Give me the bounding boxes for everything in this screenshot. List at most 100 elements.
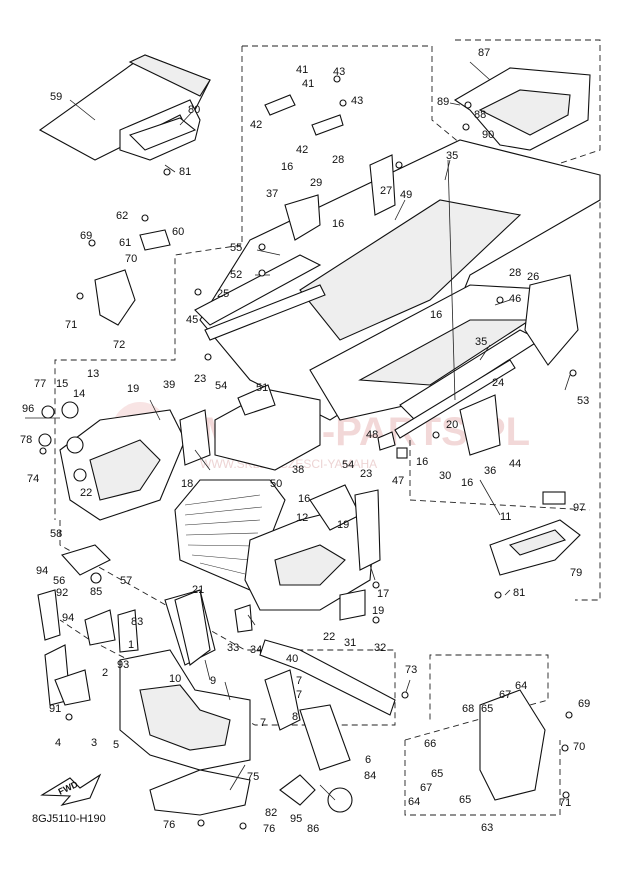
part-63-housing (479, 689, 546, 801)
callout-9: 9 (210, 675, 216, 687)
callout-70b: 70 (573, 741, 585, 753)
diagram-code: 8GJ5110-H190 (32, 813, 106, 825)
callout-30: 30 (439, 470, 451, 482)
callout-50: 50 (270, 478, 282, 490)
callout-48: 48 (366, 429, 378, 441)
callout-94b: 94 (62, 612, 74, 624)
part-main-frame (194, 139, 601, 421)
callout-19c: 19 (372, 605, 384, 617)
callout-73: 73 (405, 664, 417, 676)
callout-54b: 54 (342, 459, 354, 471)
callout-37: 37 (266, 188, 278, 200)
callout-94a: 94 (36, 565, 48, 577)
callout-16e: 16 (461, 477, 473, 489)
callout-84: 84 (364, 770, 376, 782)
callout-85: 85 (90, 586, 102, 598)
callout-56: 56 (53, 575, 65, 587)
part-87-bracket (453, 67, 591, 151)
callout-32: 32 (374, 642, 386, 654)
callout-53: 53 (577, 395, 589, 407)
callout-15: 15 (56, 378, 68, 390)
part-30-bracket (459, 394, 501, 456)
callout-67b: 67 (420, 782, 432, 794)
callout-24: 24 (492, 377, 504, 389)
callout-36: 36 (484, 465, 496, 477)
callout-95: 95 (290, 813, 302, 825)
callout-27: 27 (380, 185, 392, 197)
callout-2: 2 (102, 667, 108, 679)
callout-18: 18 (181, 478, 193, 490)
callout-81a: 81 (179, 166, 191, 178)
callout-31: 31 (344, 637, 356, 649)
callout-39: 39 (163, 379, 175, 391)
part-72-cover (94, 269, 136, 326)
callout-46: 46 (509, 293, 521, 305)
callout-16c: 16 (430, 309, 442, 321)
part-9-brace (174, 589, 211, 666)
callout-65c: 65 (459, 794, 471, 806)
part-12-bulkhead (244, 509, 376, 611)
callout-labels: 1 2 3 4 5 6 7 7 7 8 9 10 11 12 13 14 15 … (20, 47, 590, 835)
part-6-bracket (264, 669, 351, 771)
callout-20: 20 (446, 419, 458, 431)
callout-72: 72 (113, 339, 125, 351)
callout-96: 96 (22, 403, 34, 415)
part-40-rail (259, 639, 396, 716)
callout-11: 11 (500, 511, 511, 523)
callout-54a: 54 (215, 380, 227, 392)
callout-70a: 70 (125, 253, 137, 265)
callout-14: 14 (73, 388, 85, 400)
callout-76a: 76 (163, 819, 175, 831)
callout-60: 60 (172, 226, 184, 238)
callout-16f: 16 (298, 493, 310, 505)
callout-38: 38 (292, 464, 304, 476)
callout-57: 57 (120, 575, 132, 587)
callout-66: 66 (424, 738, 436, 750)
callout-68: 68 (462, 703, 474, 715)
callout-25: 25 (217, 288, 229, 300)
callout-42b: 42 (296, 144, 308, 156)
callout-33: 33 (227, 642, 239, 654)
callout-65b: 65 (431, 768, 443, 780)
callout-42a: 42 (250, 119, 262, 131)
callout-28a: 28 (332, 154, 344, 166)
callout-16b: 16 (332, 218, 344, 230)
part-57-bushing (90, 572, 102, 584)
callout-19a: 19 (127, 383, 139, 395)
callout-8: 8 (292, 711, 298, 723)
callout-17: 17 (377, 588, 389, 600)
callout-3: 3 (91, 737, 97, 749)
callout-87: 87 (478, 47, 490, 59)
callout-71b: 71 (559, 797, 571, 809)
leader-lines (69, 61, 571, 801)
callout-7b: 7 (296, 689, 302, 701)
callout-7c: 7 (260, 717, 266, 729)
callout-26: 26 (527, 271, 539, 283)
part-97-label (542, 491, 566, 505)
callout-90: 90 (482, 129, 494, 141)
part-82-84-assembly (279, 774, 353, 813)
callout-55: 55 (230, 242, 242, 254)
callout-93: 93 (117, 659, 129, 671)
part-41-42-pieces (264, 94, 344, 136)
callout-89: 89 (437, 96, 449, 108)
callout-10: 10 (169, 673, 181, 685)
callout-59: 59 (50, 91, 62, 103)
fwd-arrow: FWD (40, 773, 102, 806)
part-47-48-pieces (377, 431, 408, 459)
callout-4: 4 (55, 737, 61, 749)
callout-44: 44 (509, 458, 521, 470)
callout-45: 45 (186, 314, 198, 326)
callout-69a: 69 (80, 230, 92, 242)
part-50-panel (214, 384, 321, 471)
callout-76b: 76 (263, 823, 275, 835)
part-33-34-bracket (234, 604, 253, 633)
callout-91: 91 (49, 703, 61, 715)
callout-92: 92 (56, 587, 68, 599)
callout-88: 88 (474, 109, 486, 121)
callout-40: 40 (286, 653, 298, 665)
callout-49: 49 (400, 189, 412, 201)
callout-63: 63 (481, 822, 493, 834)
part-26-plate (524, 274, 579, 366)
